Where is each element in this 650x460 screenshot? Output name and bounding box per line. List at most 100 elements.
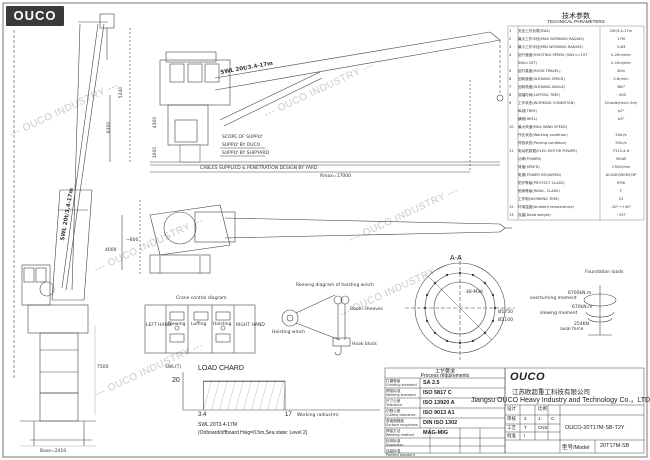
winch-hoisting-winch: Hoisting winch <box>272 330 305 335</box>
dim-b: 6300 <box>107 121 113 134</box>
load-chart-hatch <box>219 381 228 411</box>
title-block-logo: OUCO <box>510 371 545 383</box>
load-chart-hatch <box>283 381 286 411</box>
loads-axial-val: 254KN <box>574 322 589 327</box>
side-view-height-dim: 7500 <box>97 365 109 370</box>
tech-param-row: 功率(POWER)90kW <box>508 155 644 163</box>
tech-param-number: 3 <box>509 45 512 49</box>
tech-param-name: 变幅时间(LUFFING TIME) <box>518 93 561 97</box>
title-block-cell: I <box>524 433 526 438</box>
winch-hook-block: Hook block <box>352 342 377 347</box>
process-label-en: Welding method <box>386 433 414 437</box>
winch-diagram-figure <box>281 294 351 356</box>
control-right-hand: RIGHT HAND <box>236 323 265 328</box>
process-value: ISO 5817 C <box>423 390 452 396</box>
tech-param-name: 防护等级(PROTECT CLASS) <box>518 181 565 185</box>
loads-overturning-val: 6700kN.m <box>568 291 592 296</box>
tech-param-value: AC440V/60HZ/3P <box>605 173 637 177</box>
elevation-rmax: Rmax=17000 <box>320 174 352 179</box>
side-view-crane <box>13 13 115 446</box>
load-chart-hatch <box>227 381 236 411</box>
section-aa-figure <box>405 255 515 360</box>
tech-param-row: 工作制(WORKING TIME) S1 <box>508 195 644 203</box>
tech-param-name: 回转角度(SLEWING ANGLE) <box>518 85 566 89</box>
elevation-crane <box>109 28 504 173</box>
process-title-cn: 工艺要求 <box>434 369 455 375</box>
tech-param-value: 17M <box>617 37 625 41</box>
title-block-cell: 1: <box>538 416 542 421</box>
tech-param-name: 转速(SPEED) <box>518 165 540 169</box>
section-bolts <box>423 271 497 345</box>
tech-param-row: SWL>10T)0-10m/min <box>508 59 644 67</box>
control-left-hand: LEFT HAND <box>146 323 172 328</box>
control-diagram-title: Crane control diagram <box>176 296 227 301</box>
plan-dim-1: ~800 <box>126 238 139 243</box>
tech-param-row: 横倾(HEEL)≤5° <box>508 115 644 123</box>
tech-param-value: 20t/3.4-17m <box>609 29 633 33</box>
tech-param-name: 最大工作半径(MAX WORKING RADIUS) <box>518 37 584 41</box>
tech-param-value: ≤2° <box>617 109 625 113</box>
winch-title: Reeving diagram of hoisting winch <box>296 283 374 288</box>
tech-param-row: 转速(SPEED) 1760r/min <box>508 163 644 171</box>
load-chart-hatch <box>259 381 268 411</box>
loads-title: Foundation loads <box>585 270 624 275</box>
tech-param-value: F <box>619 189 623 193</box>
load-chart-y-value: 20 <box>172 377 180 384</box>
tech-param-number: 4 <box>509 53 512 57</box>
load-chart-y-axis-label: SWL(T) <box>165 365 182 370</box>
load-chart-x-end: 17 <box>285 412 292 418</box>
tech-param-name: 功率(POWER) <box>518 157 542 161</box>
title-block-cell: 工艺 <box>507 425 516 430</box>
title-block-cell: 3 <box>524 416 527 421</box>
tech-param-value: Y315-4-H <box>612 149 630 153</box>
process-label-cn: 检测标准 <box>386 439 401 443</box>
title-block-grid <box>504 367 645 454</box>
tech-param-value: 1760r/min <box>611 165 631 169</box>
process-label-en: Tolerance <box>386 403 403 407</box>
company-logo: OUCO <box>6 6 64 26</box>
tech-param-value: 0-20m/min <box>611 53 631 57</box>
tech-param-number: 5 <box>509 69 512 73</box>
tech-param-name: 最大风速(MAX WIND SPEED) <box>518 125 568 129</box>
elevation-supply-yard: SUPPLY BY SHIPYARD <box>222 151 269 156</box>
tech-param-name: 起升高度(HOOK TRAVEL) <box>518 69 561 73</box>
title-block-cell: 审核 <box>507 416 516 421</box>
process-label-cn: 尺寸公差 <box>386 399 401 403</box>
section-dia1: Ø1750 <box>498 310 513 315</box>
tech-param-name: 工作制(WORKING TIME) <box>518 197 560 201</box>
process-label-cn: 切割公差 <box>386 409 401 413</box>
company-name-cn: 江苏欧超重工科技有限公司 <box>512 389 590 396</box>
tech-param-number: 11 <box>509 149 514 153</box>
process-label-cn: 焊接方法 <box>386 429 401 433</box>
title-block-cell: 设计 <box>507 406 516 411</box>
title-block-cell: CNS <box>538 425 548 430</box>
load-chart-frame <box>182 372 380 411</box>
plan-view-crane <box>121 200 512 275</box>
process-subtitle: Process requirements <box>420 373 470 379</box>
tech-param-value: S1 <box>618 197 624 201</box>
tech-param-name: 起升速度(HOISTING SPEED (SWL<=10T <box>518 53 588 57</box>
tech-param-value: 3.4M <box>616 45 626 49</box>
process-title: 工艺要求 <box>385 368 505 375</box>
section-bolts-label: 48-M36 <box>466 290 483 295</box>
tech-param-name: 作业状态(Working condition) <box>518 133 568 137</box>
elevation-ground <box>179 144 265 163</box>
marker-circle <box>39 281 55 297</box>
tech-param-number: 8 <box>509 93 512 97</box>
tech-param-number: 13 <box>509 213 514 217</box>
tech-param-name: 环境温度(Ambient temperature) <box>518 205 575 209</box>
tech-params-title: 技术参数 <box>562 13 590 20</box>
tech-params-subtitle: TECHNICAL PARAMETERS <box>547 19 605 24</box>
process-label-cn: 打磨等级 <box>386 379 401 383</box>
